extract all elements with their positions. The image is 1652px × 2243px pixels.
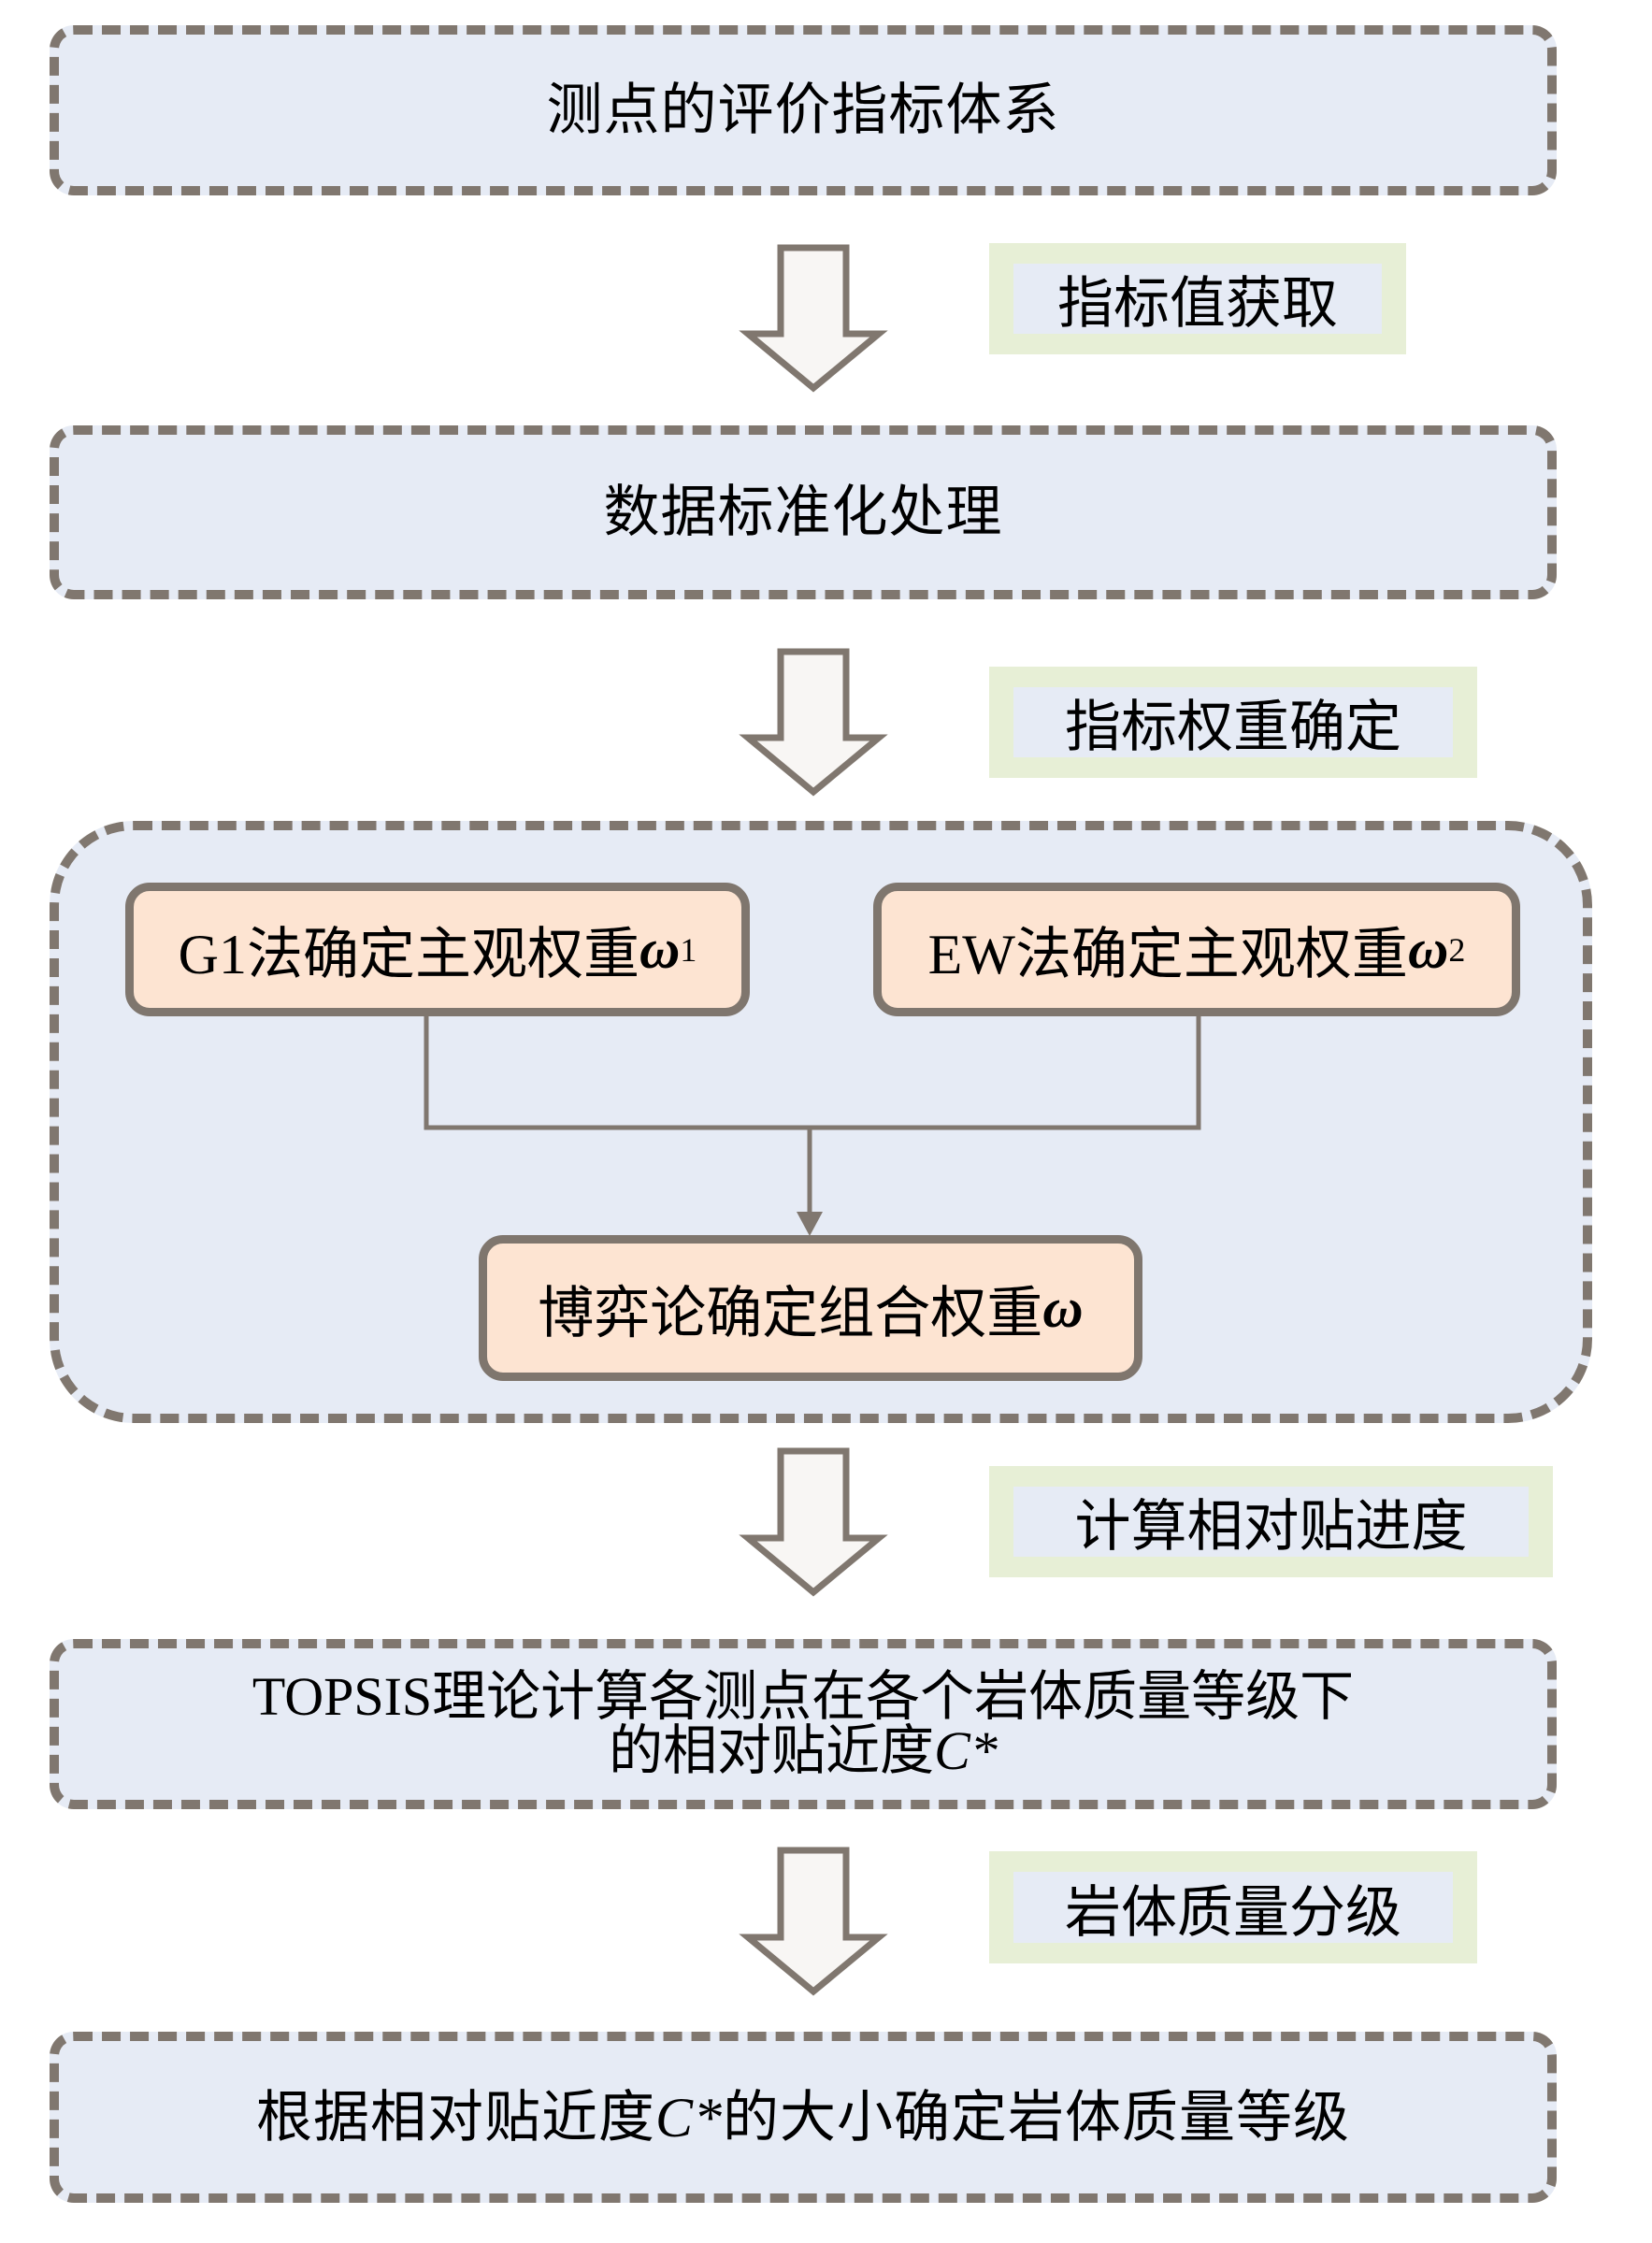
step-evaluation-index-system: 测点的评价指标体系 (50, 25, 1557, 195)
omega-symbol: ω (1042, 1276, 1084, 1339)
suffix-text: 的大小确定岩体质量等级 (723, 2086, 1351, 2149)
c-star-symbol: C* (654, 2086, 724, 2149)
step-topsis-calculation: TOPSIS理论计算各测点在各个岩体质量等级下 的相对贴近度C* (50, 1639, 1557, 1809)
step-text: 数据标准化处理 (603, 482, 1003, 543)
transition-label-weight-determination: 指标权重确定 (989, 667, 1477, 778)
transition-label-rock-mass-grading: 岩体质量分级 (989, 1851, 1477, 1963)
step-text-line1: TOPSIS理论计算各测点在各个岩体质量等级下 (251, 1666, 1355, 1727)
step-grade-determination: 根据相对贴近度C*的大小确定岩体质量等级 (50, 2032, 1557, 2203)
g1-text: G1法确定主观权重 (178, 924, 639, 985)
transition-label-index-acquisition: 指标值获取 (989, 243, 1406, 354)
step-text-line2: 的相对贴近度C* (609, 1724, 998, 1778)
omega-subscript: 2 (1448, 930, 1466, 969)
transition-label-relative-closeness: 计算相对贴进度 (989, 1466, 1553, 1577)
down-arrow-4 (739, 1847, 888, 1996)
omega-symbol: ω (1407, 918, 1449, 980)
prefix-text: 根据相对贴近度 (255, 2086, 655, 2149)
omega-symbol: ω (639, 918, 681, 980)
ew-text: EW法确定主观权重 (927, 924, 1408, 985)
merge-connector (424, 1016, 1201, 1236)
step-data-standardization: 数据标准化处理 (50, 425, 1557, 599)
label-text: 指标值获取 (1057, 273, 1338, 335)
label-text: 计算相对贴进度 (1074, 1496, 1468, 1558)
omega-subscript: 1 (680, 930, 697, 969)
step-text: 测点的评价指标体系 (546, 79, 1060, 141)
c-star-symbol: C* (934, 1720, 998, 1781)
combined-text: 博弈论确定组合权重 (538, 1282, 1043, 1344)
step-text: 根据相对贴近度C*的大小确定岩体质量等级 (256, 2090, 1350, 2146)
label-text: 指标权重确定 (1065, 697, 1401, 758)
down-arrow-2 (739, 648, 888, 797)
down-arrow-1 (739, 244, 888, 393)
down-arrow-3 (739, 1447, 888, 1597)
line2-text: 的相对贴近度 (609, 1720, 935, 1781)
label-text: 岩体质量分级 (1065, 1881, 1401, 1944)
